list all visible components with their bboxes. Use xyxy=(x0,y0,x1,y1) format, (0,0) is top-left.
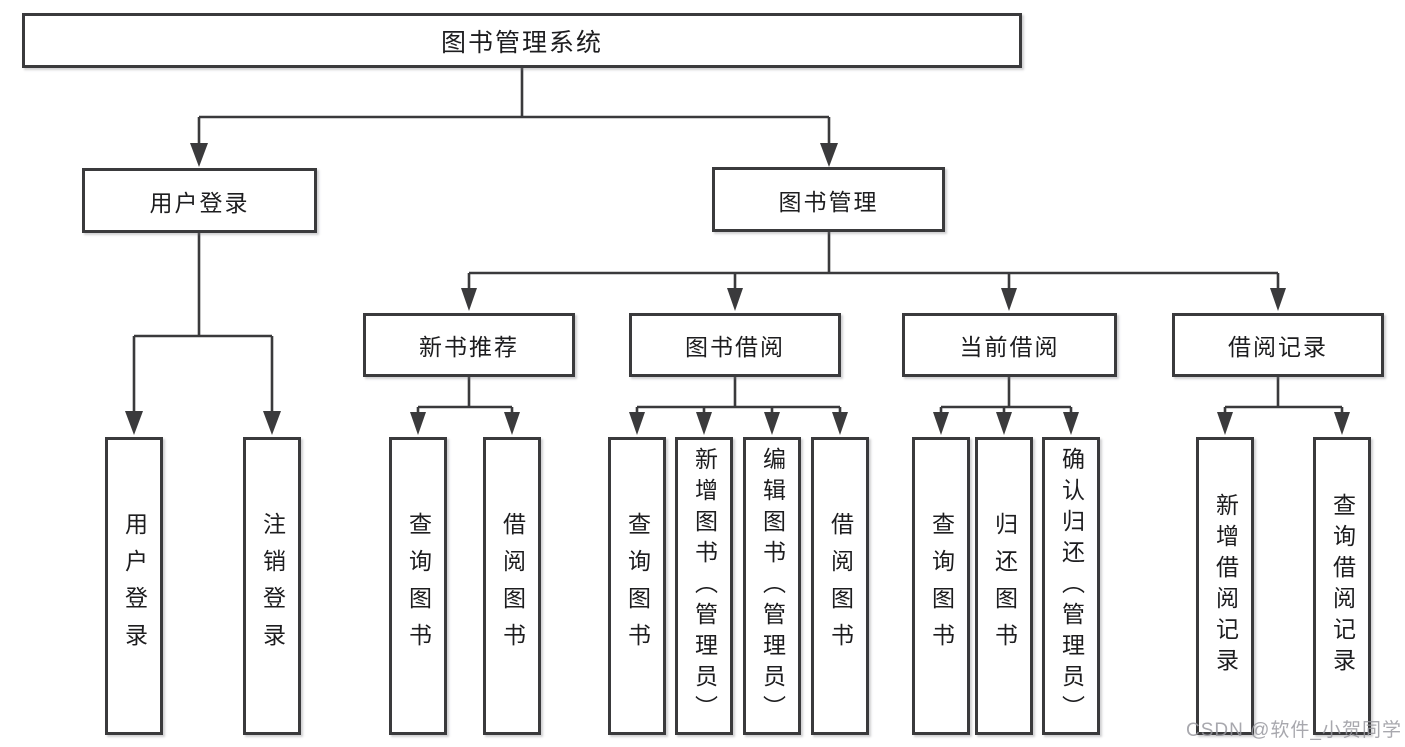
node-label: 图书管理系统 xyxy=(440,28,603,57)
node-borrowing-records: 借阅记录 xyxy=(1172,313,1384,377)
node-label: 当前借阅 xyxy=(959,334,1060,360)
leaf-label: 查询图书 xyxy=(624,512,651,660)
arrowhead xyxy=(832,412,848,435)
leaf-query-books-current: 查询图书 xyxy=(912,437,970,735)
arrowhead xyxy=(996,412,1012,435)
node-current-borrowing: 当前借阅 xyxy=(902,313,1117,377)
leaf-label: 编辑图书（管理员） xyxy=(759,446,786,726)
leaf-logout: 注销登录 xyxy=(243,437,301,735)
leaf-label: 借阅图书 xyxy=(499,512,526,660)
arrowhead xyxy=(190,143,208,167)
leaf-label: 查询图书 xyxy=(928,512,955,660)
leaf-query-books-borrowing: 查询图书 xyxy=(608,437,666,735)
leaf-label: 归还图书 xyxy=(991,512,1018,660)
arrowhead xyxy=(125,411,143,435)
leaf-edit-books-admin: 编辑图书（管理员） xyxy=(743,437,801,735)
leaf-query-books-recommend: 查询图书 xyxy=(389,437,447,735)
leaf-label: 查询借阅记录 xyxy=(1329,493,1356,679)
node-label: 图书借阅 xyxy=(685,334,785,360)
arrowhead xyxy=(933,412,949,435)
arrowhead xyxy=(1270,288,1286,311)
arrowhead xyxy=(1001,288,1017,311)
arrowhead xyxy=(504,412,520,435)
leaf-user-login: 用户登录 xyxy=(105,437,163,735)
leaf-label: 新增借阅记录 xyxy=(1212,493,1239,679)
arrowhead xyxy=(764,412,780,435)
leaf-label: 借阅图书 xyxy=(827,512,854,660)
arrowhead xyxy=(263,411,281,435)
leaf-label: 查询图书 xyxy=(405,512,432,660)
node-book-management: 图书管理 xyxy=(712,167,945,232)
leaf-label: 用户登录 xyxy=(121,512,148,660)
leaf-add-books-admin: 新增图书（管理员） xyxy=(675,437,733,735)
arrowhead xyxy=(820,143,838,167)
leaf-confirm-return-admin: 确认归还（管理员） xyxy=(1042,437,1100,735)
node-label: 用户登录 xyxy=(149,189,250,216)
node-label: 图书管理 xyxy=(778,188,879,215)
leaf-label: 确认归还（管理员） xyxy=(1058,446,1085,726)
node-label: 借阅记录 xyxy=(1228,334,1328,360)
arrowhead xyxy=(629,412,645,435)
arrowhead xyxy=(727,288,743,311)
arrowhead xyxy=(410,412,426,435)
arrowhead xyxy=(1217,412,1233,435)
leaf-query-borrow-record: 查询借阅记录 xyxy=(1313,437,1371,735)
leaf-add-borrow-record: 新增借阅记录 xyxy=(1196,437,1254,735)
leaf-label: 新增图书（管理员） xyxy=(691,446,718,726)
node-library-management-system: 图书管理系统 xyxy=(22,13,1022,68)
leaf-label: 注销登录 xyxy=(259,512,286,660)
arrowhead xyxy=(1334,412,1350,435)
node-new-book-recommend: 新书推荐 xyxy=(363,313,575,377)
arrowhead xyxy=(1063,412,1079,435)
node-label: 新书推荐 xyxy=(419,334,519,360)
node-user-login: 用户登录 xyxy=(82,168,317,233)
leaf-return-books: 归还图书 xyxy=(975,437,1033,735)
arrowhead xyxy=(461,288,477,311)
arrowhead xyxy=(696,412,712,435)
node-book-borrowing: 图书借阅 xyxy=(629,313,841,377)
leaf-borrow-books-recommend: 借阅图书 xyxy=(483,437,541,735)
leaf-borrow-books: 借阅图书 xyxy=(811,437,869,735)
